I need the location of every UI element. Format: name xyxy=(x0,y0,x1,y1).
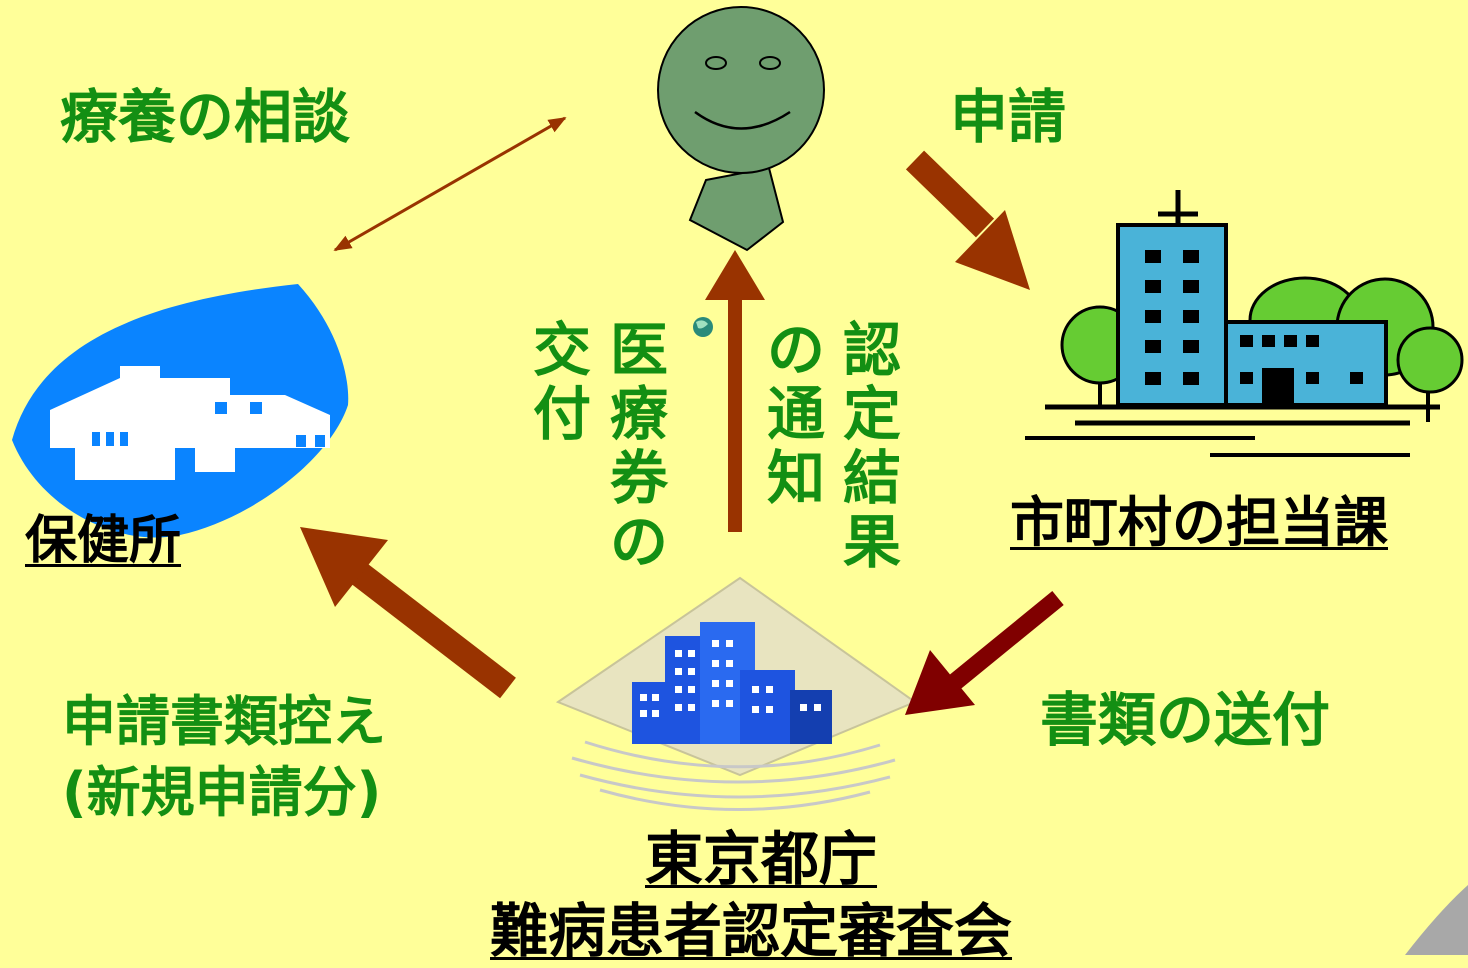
documents-sent-arrow xyxy=(905,591,1064,715)
municipal-office-title: 市町村の担当課 xyxy=(1010,491,1388,554)
documents-sent-label: 書類の送付 xyxy=(1040,686,1331,754)
globe-bullet-icon xyxy=(693,317,713,337)
result-notice-label-a: 認定結果 xyxy=(842,316,901,576)
result-notice-label-b: の通知 xyxy=(766,316,825,512)
copy-label-line2: (新規申請分) xyxy=(62,761,382,824)
consultation-double-arrow xyxy=(333,116,567,252)
certificate-issue-label-a: 医療券の xyxy=(609,316,668,576)
copy-to-health-center-arrow xyxy=(300,527,516,699)
municipal-office-icon xyxy=(1025,190,1464,457)
application-arrow xyxy=(905,150,1030,290)
copy-label-line1: 申請書類控え xyxy=(62,690,386,753)
page-curl-corner xyxy=(1405,885,1468,955)
application-label: 申請 xyxy=(950,83,1067,151)
certificate-up-arrow xyxy=(705,250,765,532)
consultation-label: 療養の相談 xyxy=(60,83,351,151)
tokyo-gov-buildings-icon xyxy=(555,576,918,811)
person-icon xyxy=(657,6,825,252)
tokyo-gov-title: 東京都庁 xyxy=(645,825,878,893)
review-board-title: 難病患者認定審査会 xyxy=(490,897,1013,965)
health-center-icon xyxy=(12,284,349,538)
certificate-issue-label-b: 交付 xyxy=(532,316,591,448)
health-center-title: 保健所 xyxy=(25,511,182,571)
